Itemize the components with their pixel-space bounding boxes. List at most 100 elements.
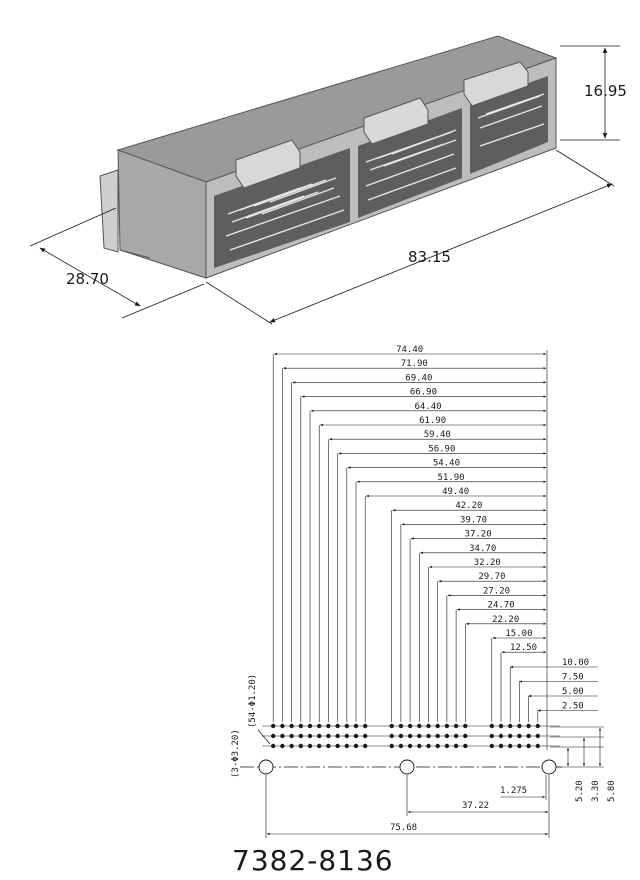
pin-hole <box>344 743 350 749</box>
pin-dimension-label: 42.20 <box>455 501 482 511</box>
pin-dimension-label: 54.40 <box>433 459 460 469</box>
bottom-dim-2: 37.22 <box>462 801 489 811</box>
pin-hole <box>535 723 540 729</box>
hole-note-pins: (54-Φ1.20) <box>248 674 258 728</box>
bottom-dim-3: 75.68 <box>390 823 417 833</box>
pin-hole <box>444 743 450 749</box>
pin-hole <box>317 743 322 749</box>
pin-hole <box>307 733 313 739</box>
pin-hole <box>426 723 431 729</box>
pin-hole <box>444 733 450 739</box>
pin-hole <box>517 723 522 729</box>
pin-dimension-label: 24.70 <box>488 601 515 611</box>
pin-hole <box>307 743 313 749</box>
pin-hole <box>463 733 468 739</box>
mounting-hole-center <box>399 759 415 775</box>
pin-hole <box>326 723 331 729</box>
pin-hole <box>326 743 331 749</box>
pin-dimension-label: 34.70 <box>469 544 496 554</box>
pin-hole <box>335 743 340 749</box>
pin-hole <box>298 743 304 749</box>
pin-hole <box>398 723 404 729</box>
right-dimension-label: 2.50 <box>562 702 584 712</box>
pin-hole <box>335 723 340 729</box>
pin-hole <box>526 743 531 749</box>
pin-hole <box>389 743 394 749</box>
pin-hole <box>363 723 368 729</box>
pin-hole <box>535 743 540 749</box>
pin-hole <box>271 733 276 739</box>
pin-hole <box>317 723 322 729</box>
hole-note-mounting: (3-Φ3.20) <box>231 729 241 778</box>
pin-dimension-label: 39.70 <box>460 515 487 525</box>
pin-hole <box>435 723 440 729</box>
pin-hole <box>271 743 276 749</box>
pin-dimension-label: 66.90 <box>410 388 437 398</box>
pin-hole <box>317 733 322 739</box>
pin-hole <box>435 743 440 749</box>
pin-hole <box>417 743 422 749</box>
pin-hole <box>363 733 368 739</box>
pin-hole <box>398 733 404 739</box>
pin-hole <box>453 733 459 739</box>
footprint-drawing: 74.4071.9069.4066.9064.4061.9059.4056.90… <box>231 345 617 838</box>
mounting-hole-right <box>541 759 557 775</box>
pin-hole <box>526 733 531 739</box>
pin-dimension-label: 15.00 <box>505 629 532 639</box>
pin-hole <box>535 733 540 739</box>
pin-hole <box>326 733 331 739</box>
pin-hole <box>271 723 276 729</box>
pin-hole <box>307 723 313 729</box>
latch-3 <box>463 61 529 107</box>
right-dimension-label: 5.00 <box>562 687 584 697</box>
pin-dimension-label: 71.90 <box>401 359 428 369</box>
pin-hole <box>517 743 522 749</box>
pin-hole <box>289 723 294 729</box>
pin-dimension-label: 12.50 <box>510 643 537 653</box>
pin-hole <box>280 743 285 749</box>
pin-hole <box>435 733 440 739</box>
pin-dimension-label: 32.20 <box>474 558 501 568</box>
pin-hole <box>353 733 359 739</box>
pin-hole <box>353 723 359 729</box>
bottom-dim-1: 1.275 <box>500 786 527 796</box>
pin-hole <box>298 733 304 739</box>
pin-hole <box>344 733 350 739</box>
pin-hole <box>453 723 459 729</box>
vert-dim-2: 3.30 <box>591 780 601 802</box>
pin-dimension-label: 74.40 <box>396 345 423 355</box>
pin-hole <box>280 723 285 729</box>
pin-hole <box>426 743 431 749</box>
pin-dimension-label: 64.40 <box>415 402 442 412</box>
right-dimension-lines: 10.007.505.002.50 <box>509 658 598 722</box>
pin-hole <box>407 733 413 739</box>
latch-2 <box>363 97 429 145</box>
pin-hole <box>498 743 504 749</box>
pin-dimension-label: 27.20 <box>483 586 510 596</box>
pin-dimension-label: 56.90 <box>428 444 455 454</box>
part-number: 7382-8136 <box>232 844 394 877</box>
pin-hole <box>389 733 394 739</box>
pin-hole <box>298 723 304 729</box>
pin-hole <box>453 743 459 749</box>
pin-dimension-lines: 74.4071.9069.4066.9064.4061.9059.4056.90… <box>262 345 560 750</box>
length-dimension-label: 83.15 <box>408 248 451 266</box>
pin-hole <box>498 723 504 729</box>
vertical-dimensions <box>550 726 604 768</box>
right-dimension-label: 7.50 <box>562 673 584 683</box>
pin-hole <box>489 743 494 749</box>
pin-hole <box>335 733 340 739</box>
pin-hole <box>289 733 294 739</box>
vert-dim-3: 5.80 <box>607 780 617 802</box>
pin-hole <box>407 743 413 749</box>
pin-dimension-label: 51.90 <box>438 473 465 483</box>
pin-hole <box>417 733 422 739</box>
connector-illustration: 16.95 83.15 28.70 <box>29 35 627 325</box>
pin-dimension-label: 22.20 <box>492 615 519 625</box>
pin-hole <box>489 733 494 739</box>
pin-hole <box>463 723 468 729</box>
pin-hole <box>498 733 504 739</box>
pin-hole <box>526 723 531 729</box>
pin-hole <box>508 723 513 729</box>
